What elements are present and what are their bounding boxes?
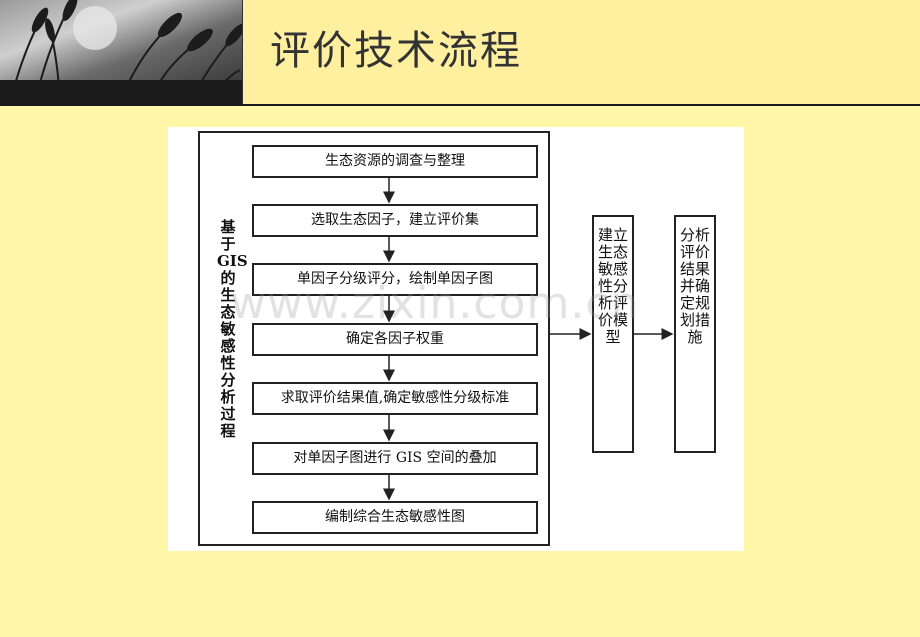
- step-7-box: 编制综合生态敏感性图: [252, 501, 538, 534]
- flow-arrows: [383, 178, 674, 501]
- process-side-label: 基于GIS的生态敏感性分析过程: [217, 218, 248, 440]
- watermark-text: www.zixin.com.cn: [230, 278, 640, 329]
- process-frame: [198, 131, 550, 546]
- step-2-box: 选取生态因子，建立评价集: [252, 204, 538, 237]
- header-wheat-photo: [0, 0, 242, 104]
- header-band: [242, 0, 920, 104]
- header-divider: [242, 0, 243, 106]
- step-5-box: 求取评价结果值,确定敏感性分级标准: [252, 382, 538, 415]
- step-3-box: 单因子分级评分，绘制单因子图: [252, 263, 538, 296]
- model-box: 建立生态敏感性分析评价模型: [592, 215, 634, 453]
- flowchart-diagram: 基于GIS的生态敏感性分析过程 生态资源的调查与整理 选取生态因子，建立评价集 …: [168, 127, 744, 551]
- slide-title: 评价技术流程: [270, 28, 522, 74]
- wheat-silhouette-image: [0, 0, 242, 104]
- step-1-box: 生态资源的调查与整理: [252, 145, 538, 178]
- result-box: 分析评价结果并确定规划措施: [674, 215, 716, 453]
- header-rule: [0, 104, 920, 106]
- step-4-box: 确定各因子权重: [252, 323, 538, 356]
- step-6-box: 对单因子图进行 GIS 空间的叠加: [252, 442, 538, 475]
